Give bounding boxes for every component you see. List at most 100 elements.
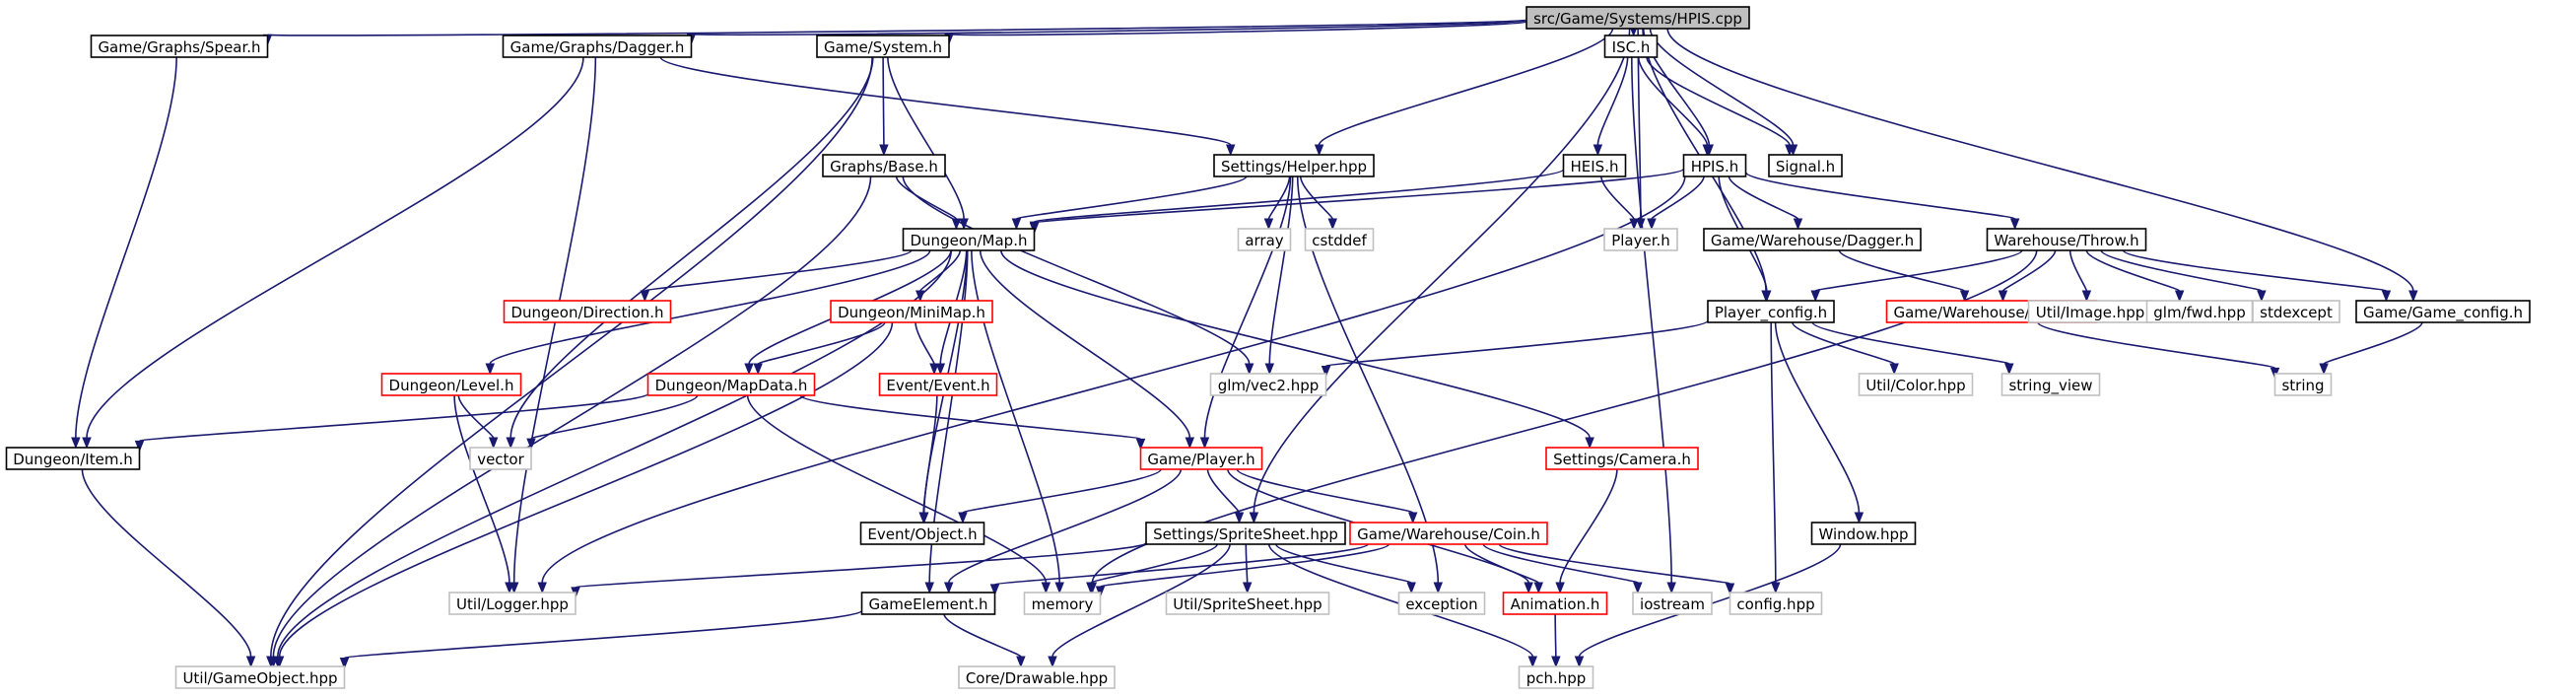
node-stdexcept[interactable]: stdexcept [2252, 300, 2340, 323]
node-iostream[interactable]: iostream [1632, 592, 1713, 615]
edge-wh_dagger-to-iequip [1838, 249, 1970, 303]
node-label: memory [1032, 595, 1094, 613]
node-mapdata[interactable]: Dungeon/MapData.h [646, 373, 816, 396]
node-graphs-base[interactable]: Graphs/Base.h [822, 154, 946, 177]
node-item[interactable]: Dungeon/Item.h [5, 447, 141, 470]
node-isc[interactable]: ISC.h [1603, 35, 1659, 58]
edge-minimap-to-util_gameobject [274, 321, 894, 668]
node-dagger-graph[interactable]: Game/Graphs/Dagger.h [502, 35, 693, 58]
node-util-spritesheet[interactable]: Util/SpriteSheet.hpp [1165, 592, 1330, 615]
edge-arrowhead [1407, 512, 1418, 524]
edge-line [962, 468, 1162, 514]
edge-helper-to-game_player [1199, 175, 1292, 450]
node-spritesheet[interactable]: Settings/SpriteSheet.hpp [1145, 522, 1346, 545]
node-box [1858, 373, 1974, 396]
edge-arrowhead [488, 437, 499, 450]
edge-line [1631, 56, 1672, 584]
edge-line [1792, 321, 1895, 365]
edge-arrowhead [1762, 290, 1772, 303]
edge-line [971, 249, 1060, 584]
edge-map-to-camera [1000, 249, 1594, 450]
node-label: Game/Player.h [1147, 451, 1254, 468]
node-label: exception [1405, 595, 1477, 613]
node-glm-fwd[interactable]: glm/fwd.hpp [2145, 300, 2254, 323]
edge-mapdata-to-game_player [799, 394, 1146, 451]
node-window[interactable]: Window.hpp [1810, 522, 1917, 545]
node-label: Util/GameObject.hpp [182, 669, 337, 687]
node-game-player[interactable]: Game/Player.h [1139, 447, 1263, 470]
node-drawable[interactable]: Core/Drawable.hpp [958, 665, 1116, 689]
edge-arrowhead [1321, 366, 1331, 378]
edge-arrowhead [935, 363, 946, 376]
node-label: Animation.h [1511, 595, 1600, 613]
node-box [1525, 6, 1750, 30]
node-label: Player_config.h [1715, 304, 1827, 322]
node-util-gameobject[interactable]: Util/GameObject.hpp [174, 665, 346, 689]
edge-arrowhead [1016, 656, 1026, 668]
node-helper[interactable]: Settings/Helper.hpp [1213, 154, 1375, 177]
node-system-h[interactable]: Game/System.h [816, 35, 950, 58]
node-animation[interactable]: Animation.h [1502, 592, 1608, 615]
node-signal[interactable]: Signal.h [1768, 154, 1843, 177]
node-label: Event/Event.h [886, 377, 989, 394]
node-player-config[interactable]: Player_config.h [1707, 300, 1835, 323]
node-heis[interactable]: HEIS.h [1562, 154, 1627, 177]
edge-map-to-level [485, 249, 931, 376]
node-logger[interactable]: Util/Logger.hpp [448, 592, 576, 615]
edge-arrowhead [744, 363, 754, 376]
node-pch[interactable]: pch.hpp [1518, 665, 1594, 689]
edge-arrowhead [989, 584, 1000, 596]
node-hpis-h[interactable]: HPIS.h [1682, 154, 1747, 177]
node-event[interactable]: Event/Event.h [878, 373, 998, 396]
node-util-color[interactable]: Util/Color.hpp [1858, 373, 1974, 396]
node-memory[interactable]: memory [1023, 592, 1102, 615]
node-box [1707, 300, 1835, 323]
node-string[interactable]: string [2273, 373, 2333, 396]
node-game-config[interactable]: Game/Game_config.h [2355, 300, 2531, 323]
node-box [2252, 300, 2340, 323]
node-box [1304, 228, 1375, 251]
node-hpis-cpp[interactable]: src/Game/Systems/HPIS.cpp [1525, 6, 1750, 30]
edge-throw-to-player_config [1810, 249, 2023, 303]
edge-throw-to-util_image [2068, 249, 2092, 303]
node-direction[interactable]: Dungeon/Direction.h [503, 300, 672, 323]
edge-line [1637, 56, 1709, 146]
node-config-hpp[interactable]: config.hpp [1729, 592, 1823, 615]
node-label: stdexcept [2260, 304, 2333, 321]
edge-arrowhead [1785, 144, 1795, 157]
node-label: string_view [2008, 377, 2092, 395]
node-spear[interactable]: Game/Graphs/Spear.h [90, 35, 269, 58]
node-minimap[interactable]: Dungeon/MiniMap.h [830, 300, 993, 323]
node-coin[interactable]: Game/Warehouse/Coin.h [1349, 522, 1548, 545]
node-throw[interactable]: Warehouse/Throw.h [1986, 228, 2147, 251]
node-map[interactable]: Dungeon/Map.h [902, 228, 1036, 251]
edge-arrowhead [1263, 218, 1274, 231]
edge-line [1318, 28, 1614, 146]
edge-arrowhead [1011, 218, 1022, 231]
node-event-object[interactable]: Event/Object.h [859, 522, 985, 545]
edge-line [270, 56, 873, 658]
edge-arrowhead [2319, 363, 2329, 376]
node-wh-dagger[interactable]: Game/Warehouse/Dagger.h [1703, 228, 1922, 251]
node-cstddef[interactable]: cstddef [1304, 228, 1375, 251]
node-array[interactable]: array [1237, 228, 1292, 251]
node-exception[interactable]: exception [1397, 592, 1486, 615]
node-label: Game/Graphs/Spear.h [98, 38, 260, 56]
edge-arrowhead [1574, 656, 1585, 668]
node-util-image[interactable]: Util/Image.hpp [2027, 300, 2153, 323]
node-camera[interactable]: Settings/Camera.h [1545, 447, 1699, 470]
edge-coin-to-config_hpp [1498, 543, 1735, 595]
node-box [1603, 228, 1678, 251]
edge-player_config-to-string_view [1811, 321, 2014, 376]
node-label: Window.hpp [1818, 525, 1908, 543]
node-box [1349, 522, 1548, 545]
node-label: GameElement.h [868, 595, 987, 613]
node-player-h[interactable]: Player.h [1603, 228, 1678, 251]
edge-arrowhead [1048, 656, 1057, 668]
node-gameelement[interactable]: GameElement.h [860, 592, 996, 615]
node-vector[interactable]: vector [469, 447, 532, 470]
edge-line [887, 56, 965, 220]
node-level[interactable]: Dungeon/Level.h [380, 373, 522, 396]
node-string-view[interactable]: string_view [2000, 373, 2101, 396]
node-glm-vec2[interactable]: glm/vec2.hpp [1209, 373, 1327, 396]
